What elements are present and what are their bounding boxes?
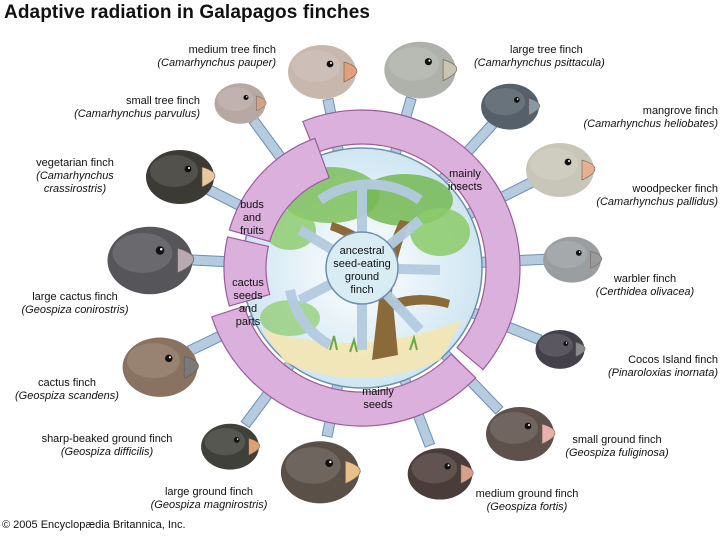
- finch-heads: [107, 41, 602, 504]
- ancestor-circle: [325, 231, 399, 305]
- large-cactus-finch-head: [107, 226, 195, 295]
- diet-ring: [210, 109, 521, 427]
- cocos-finch-head: [535, 330, 586, 369]
- finch-label-vegetarian: vegetarian finch (Camarhynchus crassiros…: [36, 157, 114, 195]
- finch-label-cocos: Cocos Island finch (Pinaroloxias inornat…: [607, 354, 718, 379]
- diagram-title: Adaptive radiation in Galapagos finches: [4, 2, 371, 23]
- woodpecker-finch-head: [526, 143, 596, 197]
- sector-seeds: [210, 305, 477, 427]
- finch-label-large-cactus: large cactus finch (Geospiza conirostris…: [21, 291, 129, 316]
- finch-label-large-ground: large ground finch (Geospiza magnirostri…: [150, 486, 268, 511]
- sector-cactus: [223, 236, 271, 307]
- finch-label-small-ground: small ground finch (Geospiza fuliginosa): [565, 434, 669, 459]
- finch-label-mangrove: mangrove finch (Camarhynchus heliobates): [583, 105, 718, 130]
- sector-insects: [302, 109, 521, 371]
- sharp-beaked-finch-head: [201, 423, 260, 470]
- small-ground-finch-head: [486, 407, 556, 461]
- finch-label-cactus: cactus finch (Geospiza scandens): [15, 377, 119, 402]
- sector-label-cactus: cactus seeds and parts: [232, 277, 264, 328]
- sector-label-buds: buds and fruits: [240, 199, 264, 237]
- vegetarian-finch-head: [146, 150, 216, 204]
- copyright-notice: © 2005 Encyclopædia Britannica, Inc.: [2, 519, 186, 531]
- finch-label-small-tree: small tree finch (Camarhynchus parvulus): [74, 95, 200, 120]
- finch-label-warbler: warbler finch (Certhidea olivacea): [595, 273, 695, 298]
- medium-tree-finch-head: [288, 45, 358, 99]
- finch-label-large-tree: large tree finch (Camarhynchus psittacul…: [474, 44, 605, 69]
- finch-label-medium-tree: medium tree finch (Camarhynchus pauper): [157, 44, 276, 69]
- cactus-finch-head: [122, 337, 199, 397]
- center-label: ancestral seed-eating ground finch: [333, 245, 391, 296]
- sector-label-seeds: mainly seeds: [362, 386, 394, 411]
- medium-ground-finch-head: [407, 448, 474, 500]
- finch-label-medium-ground: medium ground finch (Geospiza fortis): [475, 488, 579, 513]
- large-ground-finch-head: [280, 441, 361, 504]
- sector-label-insects: mainly insects: [447, 168, 483, 193]
- finch-label-woodpecker: woodpecker finch (Camarhynchus pallidus): [596, 183, 718, 208]
- small-tree-finch-head: [214, 83, 267, 124]
- warbler-finch-head: [543, 236, 602, 283]
- mangrove-finch-head: [481, 83, 540, 130]
- finch-label-sharp-beaked: sharp-beaked ground finch (Geospiza diff…: [41, 433, 173, 458]
- sector-buds: [228, 137, 330, 243]
- large-tree-finch-head: [384, 41, 458, 99]
